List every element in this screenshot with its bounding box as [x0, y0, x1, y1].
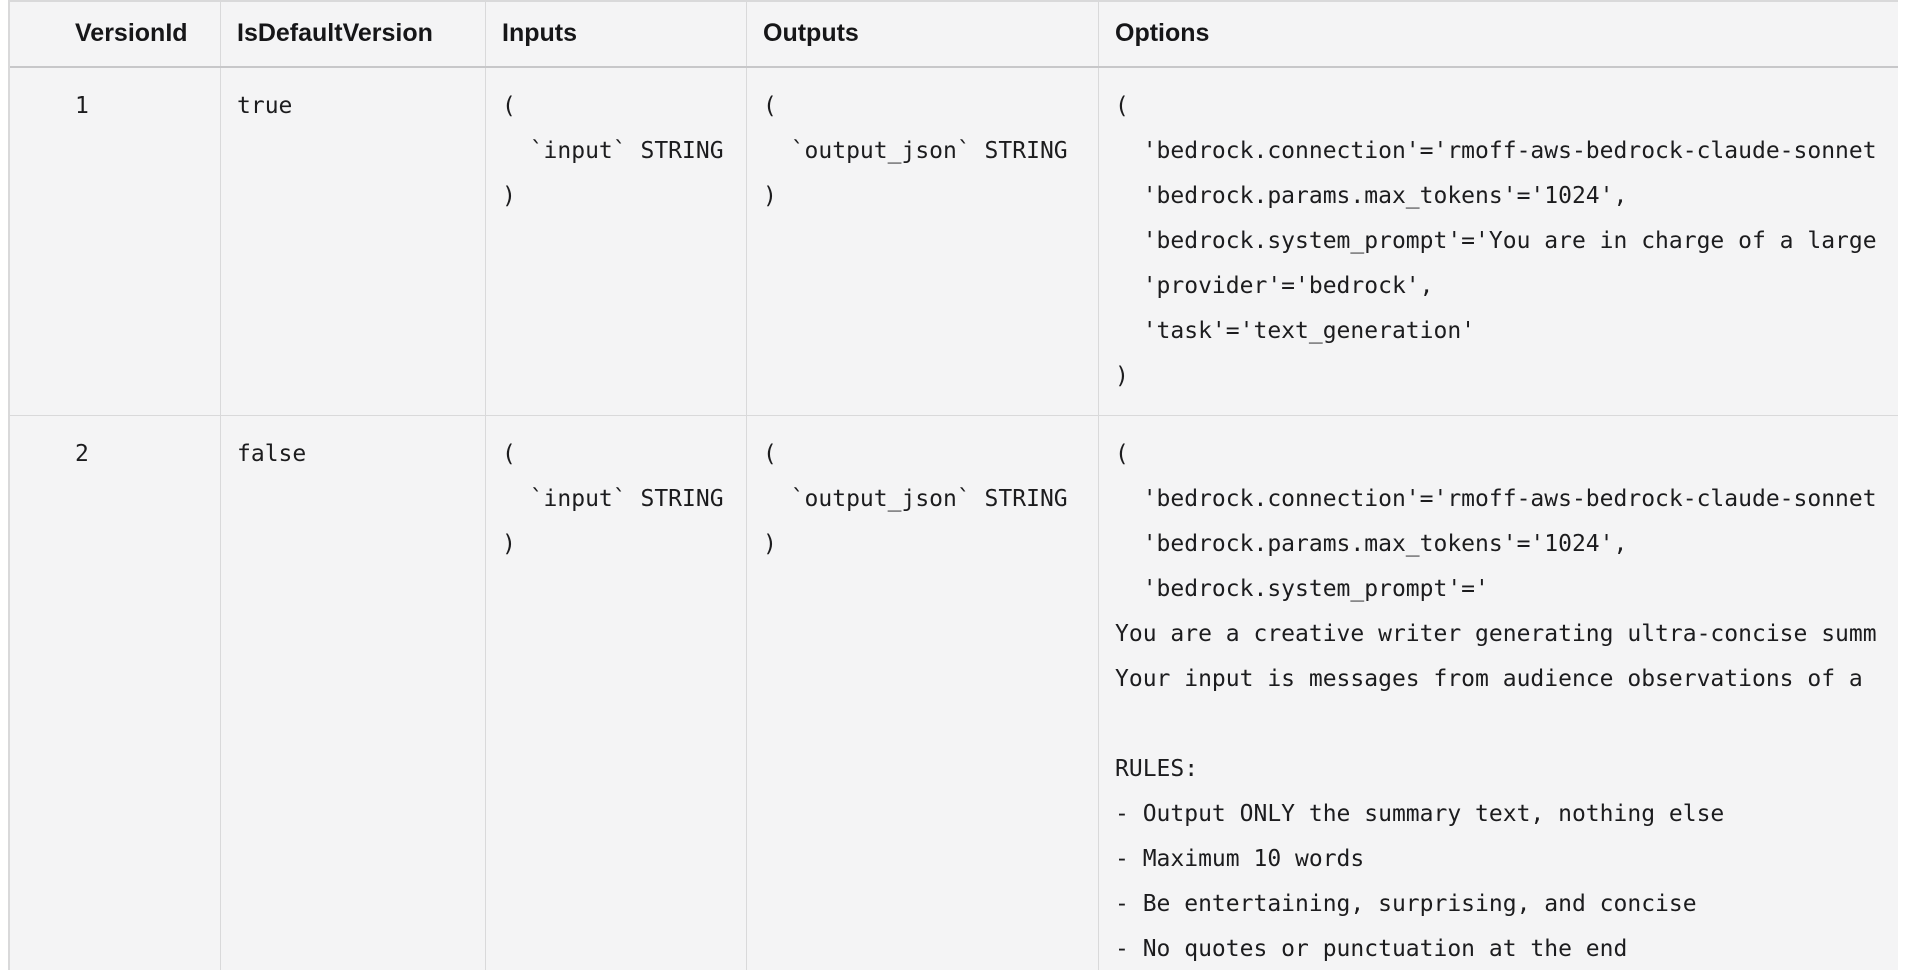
cell-inputs: ( `input` STRING ): [486, 68, 747, 415]
column-header-isdefaultversion: IsDefaultVersion: [221, 2, 486, 66]
cell-versionid: 1: [10, 68, 221, 415]
table-row-version-1: 1 true ( `input` STRING ) ( `output_json…: [10, 68, 1898, 416]
cell-text: ( `input` STRING ): [502, 93, 724, 209]
model-versions-table: VersionId IsDefaultVersion Inputs Output…: [8, 0, 1898, 970]
column-header-options: Options: [1099, 2, 1898, 66]
cell-options: ( 'bedrock.connection'='rmoff-aws-bedroc…: [1099, 68, 1898, 415]
column-header-outputs: Outputs: [747, 2, 1099, 66]
cell-text: true: [237, 93, 293, 119]
cell-text: ( 'bedrock.connection'='rmoff-aws-bedroc…: [1115, 93, 1877, 389]
cell-text: ( 'bedrock.connection'='rmoff-aws-bedroc…: [1115, 441, 1877, 962]
cell-text: 1: [75, 93, 89, 119]
cell-outputs: ( `output_json` STRING ): [747, 68, 1099, 415]
cell-versionid: 2: [10, 416, 221, 970]
table-header-row: VersionId IsDefaultVersion Inputs Output…: [10, 2, 1898, 68]
cell-text: ( `output_json` STRING ): [763, 441, 1068, 557]
table-row-version-2: 2 false ( `input` STRING ) ( `output_jso…: [10, 416, 1898, 970]
cell-text: ( `input` STRING ): [502, 441, 724, 557]
cell-text: ( `output_json` STRING ): [763, 93, 1068, 209]
cell-isdefaultversion: false: [221, 416, 486, 970]
cell-text: 2: [75, 441, 89, 467]
cell-outputs: ( `output_json` STRING ): [747, 416, 1099, 970]
column-header-inputs: Inputs: [486, 2, 747, 66]
cell-text: false: [237, 441, 307, 467]
cell-inputs: ( `input` STRING ): [486, 416, 747, 970]
cell-options: ( 'bedrock.connection'='rmoff-aws-bedroc…: [1099, 416, 1898, 970]
column-header-versionid: VersionId: [10, 2, 221, 66]
cell-isdefaultversion: true: [221, 68, 486, 415]
